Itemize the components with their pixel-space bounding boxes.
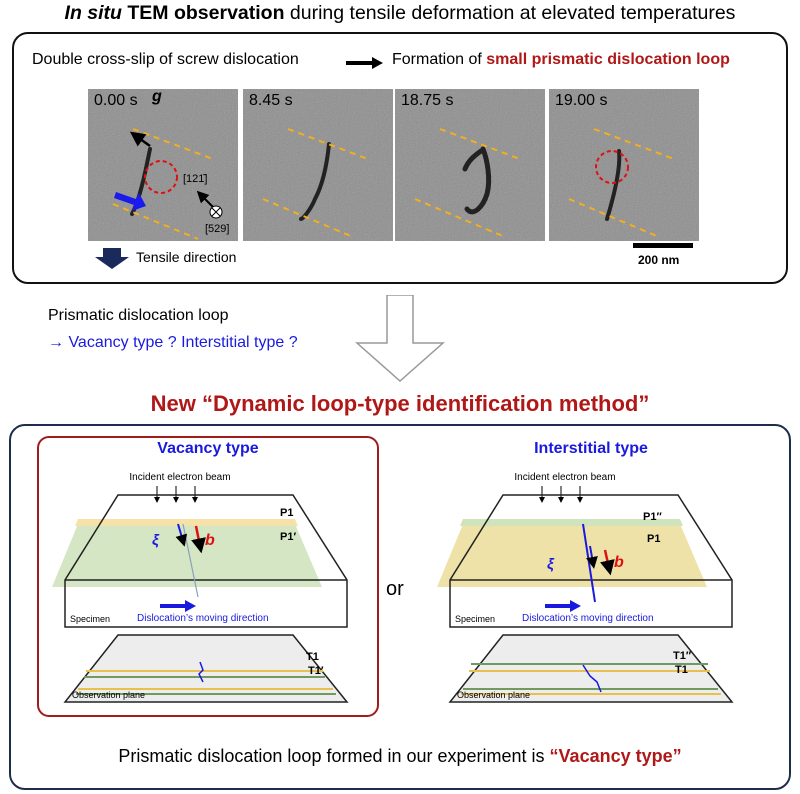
- g-vector-arrow-icon: [129, 131, 151, 148]
- beam-label: Incident electron beam: [129, 472, 230, 483]
- moving-direction-label: Dislocation’s moving direction: [522, 613, 654, 624]
- moving-direction-arrow-icon: [545, 600, 581, 612]
- trace-label-bottom: T1: [675, 664, 688, 676]
- trace-line: [593, 128, 675, 160]
- electron-beam-arrows-icon: [154, 486, 198, 503]
- dislocation-line: [605, 149, 622, 221]
- plane-label-top: P1: [280, 507, 293, 519]
- slip-plane-main: [52, 524, 322, 587]
- observation-plane-label: Observation plane: [457, 690, 530, 700]
- method-title: New “Dynamic loop-type identification me…: [150, 391, 650, 416]
- observation-plane-label: Observation plane: [72, 690, 145, 700]
- vacancy-highlight-box: [37, 436, 379, 717]
- beam-direction-icon: [211, 207, 221, 217]
- specimen-label: Specimen: [455, 614, 495, 624]
- moving-direction-arrow-icon: [160, 600, 196, 612]
- loop-marker-circle: [144, 160, 178, 194]
- trace-label-top: T1: [306, 651, 319, 663]
- tensile-arrow-icon: [95, 248, 129, 269]
- slip-plane-main: [437, 524, 707, 587]
- hollow-down-arrow-icon: [355, 295, 445, 383]
- electron-beam-arrows-icon: [539, 486, 583, 503]
- trace-label-top: T1″: [673, 650, 692, 662]
- moving-direction-arrow-icon: [114, 192, 146, 211]
- trace-line: [112, 203, 199, 240]
- tem-frame: 19.00 s: [549, 89, 699, 241]
- xi-label: ξ: [547, 556, 555, 573]
- b-label: b: [614, 554, 624, 571]
- question-line2: → Vacancy type ? Interstitial type ?: [48, 334, 298, 351]
- trace-line: [262, 198, 354, 238]
- question-line1: Prismatic dislocation loop: [48, 307, 229, 324]
- right-arrow-icon: [346, 57, 383, 69]
- loop-formation-label: Formation of small prismatic dislocation…: [392, 51, 730, 68]
- frame-time: 18.75 s: [401, 92, 454, 109]
- trace-line: [287, 128, 369, 160]
- observation-plane: [448, 634, 734, 703]
- beam-label: Incident electron beam: [514, 472, 615, 483]
- scale-bar: [633, 243, 693, 248]
- xi-arrow-icon: [586, 545, 598, 569]
- interstitial-title: Interstitial type: [534, 440, 648, 457]
- g-vector-label: g: [152, 88, 162, 105]
- method-box: [9, 424, 791, 790]
- burgers-vector-arrow-icon: [191, 525, 206, 554]
- vacancy-diagram: Incident electron beam ξ b P1 P1′ Specim…: [40, 462, 380, 717]
- interstitial-diagram: Incident electron beam ξ b P1″ P1 Specim…: [425, 462, 765, 717]
- tensile-direction-label: Tensile direction: [136, 249, 237, 265]
- tem-frame: 18.75 s: [395, 89, 545, 241]
- or-label: or: [386, 578, 404, 600]
- loop-marker-circle: [595, 150, 629, 184]
- xi-label: ξ: [152, 532, 160, 549]
- dislocation-trace: [582, 664, 602, 693]
- trace-line: [568, 198, 660, 238]
- frame-time: 19.00 s: [555, 92, 608, 109]
- slip-plane-strip: [460, 519, 683, 526]
- moving-direction-label: Dislocation’s moving direction: [137, 613, 269, 624]
- trace-label-bottom: T1′: [308, 665, 324, 677]
- page-title: In situ TEM observation during tensile d…: [64, 2, 736, 24]
- trace-line: [439, 128, 521, 160]
- tem-frame: 8.45 s: [243, 89, 393, 241]
- plane-label-bottom: P1′: [280, 531, 296, 543]
- frame-time: 8.45 s: [249, 92, 293, 109]
- observation-plane: [63, 634, 349, 703]
- scale-bar-label: 200 nm: [638, 253, 680, 267]
- direction-label-121: [121̄]: [183, 173, 208, 185]
- slip-plane-strip: [75, 519, 298, 526]
- xi-arrow-icon: [175, 523, 188, 547]
- plane-label-top: P1″: [643, 511, 662, 523]
- specimen-label: Specimen: [70, 614, 110, 624]
- burgers-vector-arrow-icon: [600, 549, 615, 576]
- cross-slip-label: Double cross-slip of screw dislocation: [32, 51, 299, 68]
- plane-label-bottom: P1: [647, 533, 660, 545]
- vacancy-title: Vacancy type: [157, 440, 259, 457]
- conclusion-text: Prismatic dislocation loop formed in our…: [118, 746, 682, 766]
- dislocation-trace: [198, 661, 204, 683]
- dislocation-line: [462, 146, 492, 215]
- b-label: b: [205, 532, 215, 549]
- frame-time: 0.00 s: [94, 92, 138, 109]
- trace-line: [414, 198, 506, 238]
- tem-frame: 0.00 s g [121̄] [529]: [88, 88, 238, 241]
- tem-observation-box: [12, 32, 788, 284]
- direction-label-529: [529]: [205, 223, 230, 235]
